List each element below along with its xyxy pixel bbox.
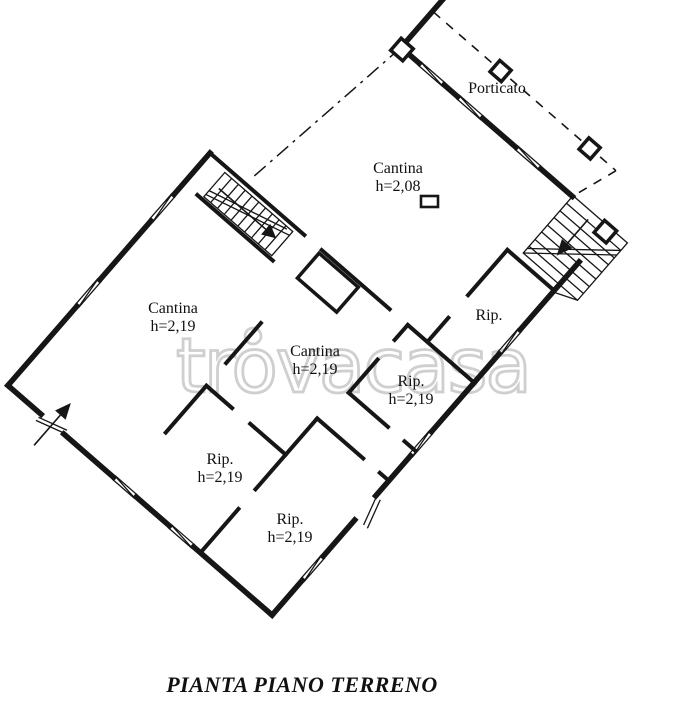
room-labels: Porticato Cantina h=2,08 Cantina h=2,19 … xyxy=(148,80,526,546)
exterior-walls xyxy=(4,0,583,619)
watermark-ring-icon xyxy=(243,326,263,346)
stair-direction-arrow-icon xyxy=(556,238,573,256)
hatch-symbol-icon xyxy=(419,194,440,209)
building-geometry xyxy=(4,0,629,619)
room-label-rip-bottomright: Rip. xyxy=(276,511,303,528)
room-label-cantina-center: Cantina xyxy=(290,343,340,360)
corner-pillar-icon xyxy=(388,35,416,64)
room-height-rip-bottomright: h=2,19 xyxy=(267,529,312,546)
porticato-boundary xyxy=(432,11,617,196)
chimney-block xyxy=(294,250,361,315)
plan-title: PIANTA PIANO TERRENO xyxy=(165,672,438,697)
room-label-porticato: Porticato xyxy=(468,80,526,97)
room-height-cantina-left: h=2,19 xyxy=(150,318,195,335)
door-leaf-icon xyxy=(363,496,381,529)
porch-pillar-icon xyxy=(576,135,603,162)
room-label-cantina-top: Cantina xyxy=(373,160,423,177)
room-height-rip-centerright: h=2,19 xyxy=(388,391,433,408)
room-height-cantina-center: h=2,19 xyxy=(292,361,337,378)
stair-direction-arrow-icon xyxy=(261,223,277,239)
overhang-centerline xyxy=(250,46,402,180)
internal-staircase xyxy=(202,171,294,257)
room-label-rip-centerright: Rip. xyxy=(397,373,424,390)
room-label-cantina-left: Cantina xyxy=(148,300,198,317)
interior-walls xyxy=(162,150,558,556)
room-height-cantina-top: h=2,08 xyxy=(375,178,420,195)
entrance-arrow xyxy=(33,403,71,446)
room-label-rip-bottomleft: Rip. xyxy=(206,451,233,468)
external-staircase xyxy=(522,194,629,302)
stair-pillar-icon xyxy=(591,217,620,246)
room-label-rip-right: Rip. xyxy=(475,307,502,324)
window-openings xyxy=(35,61,543,583)
porch-pillar-icon xyxy=(487,57,514,85)
room-height-rip-bottomleft: h=2,19 xyxy=(197,469,242,486)
entrance-arrow-icon xyxy=(55,403,71,420)
